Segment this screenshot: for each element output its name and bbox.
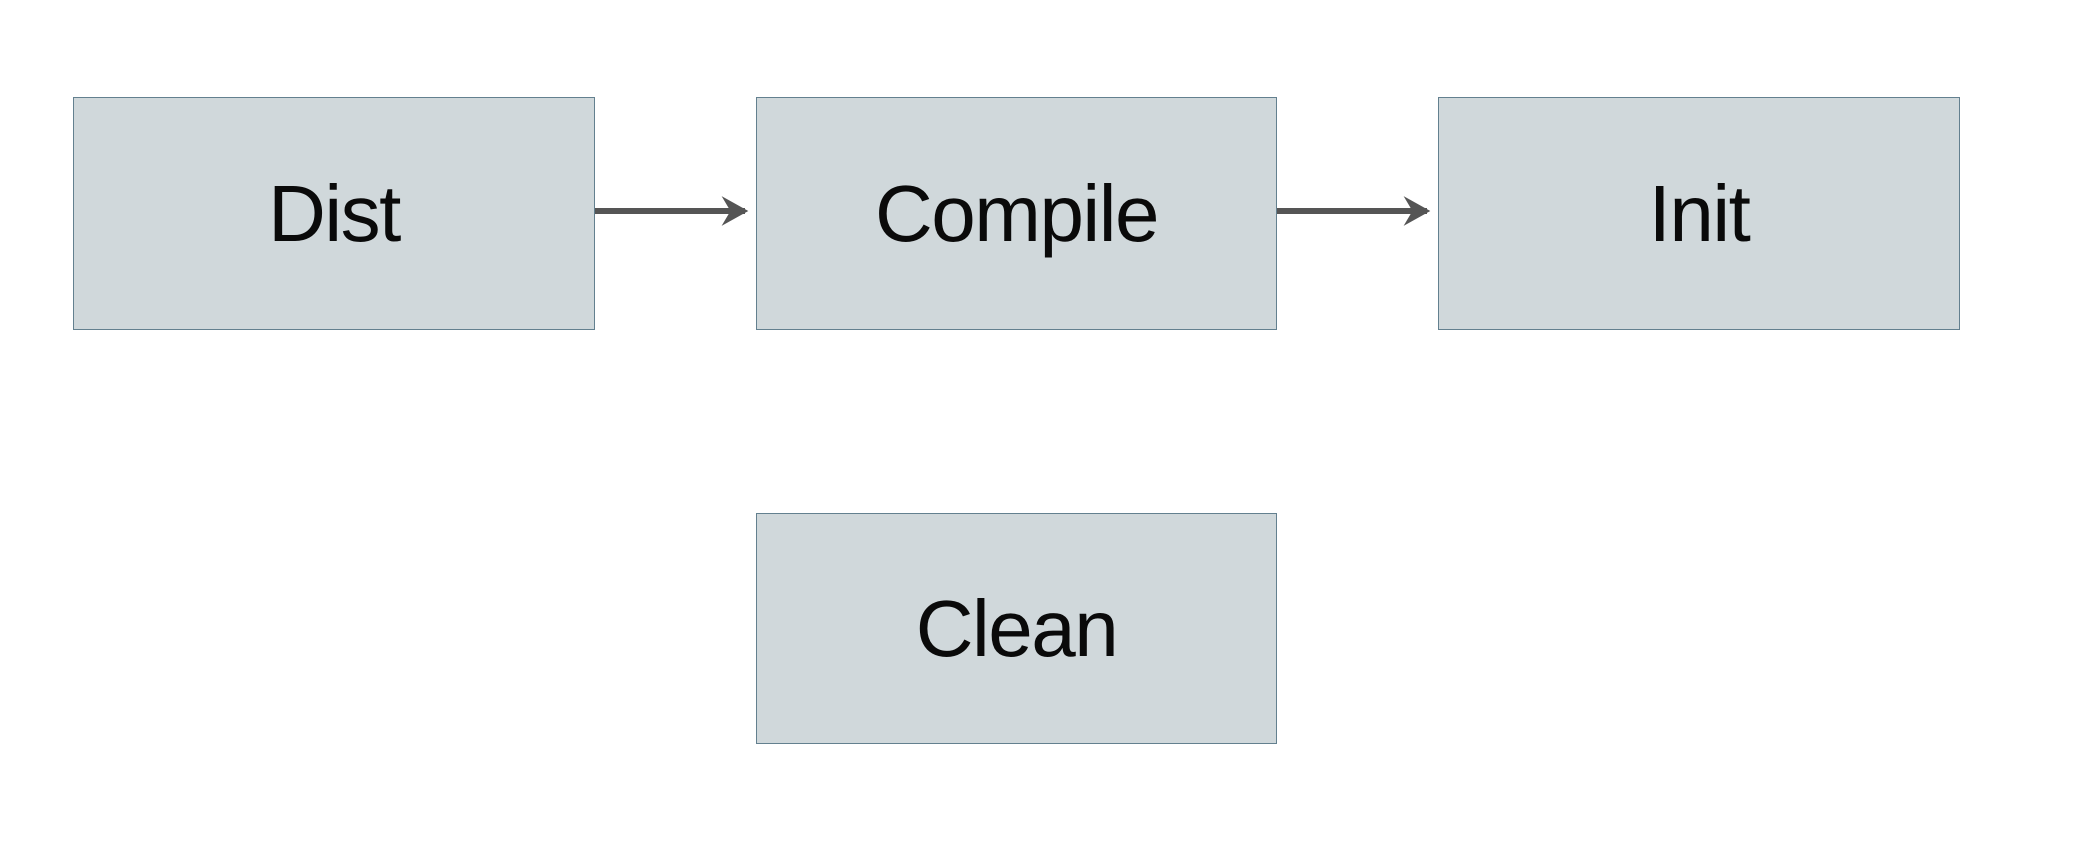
node-label: Dist (268, 168, 401, 258)
node-label: Compile (875, 168, 1159, 258)
node-init[interactable]: Init (1438, 97, 1960, 330)
node-label: Clean (915, 583, 1119, 673)
node-clean[interactable]: Clean (756, 513, 1277, 744)
node-compile[interactable]: Compile (756, 97, 1277, 330)
node-label: Init (1648, 168, 1751, 258)
node-dist[interactable]: Dist (73, 97, 595, 330)
